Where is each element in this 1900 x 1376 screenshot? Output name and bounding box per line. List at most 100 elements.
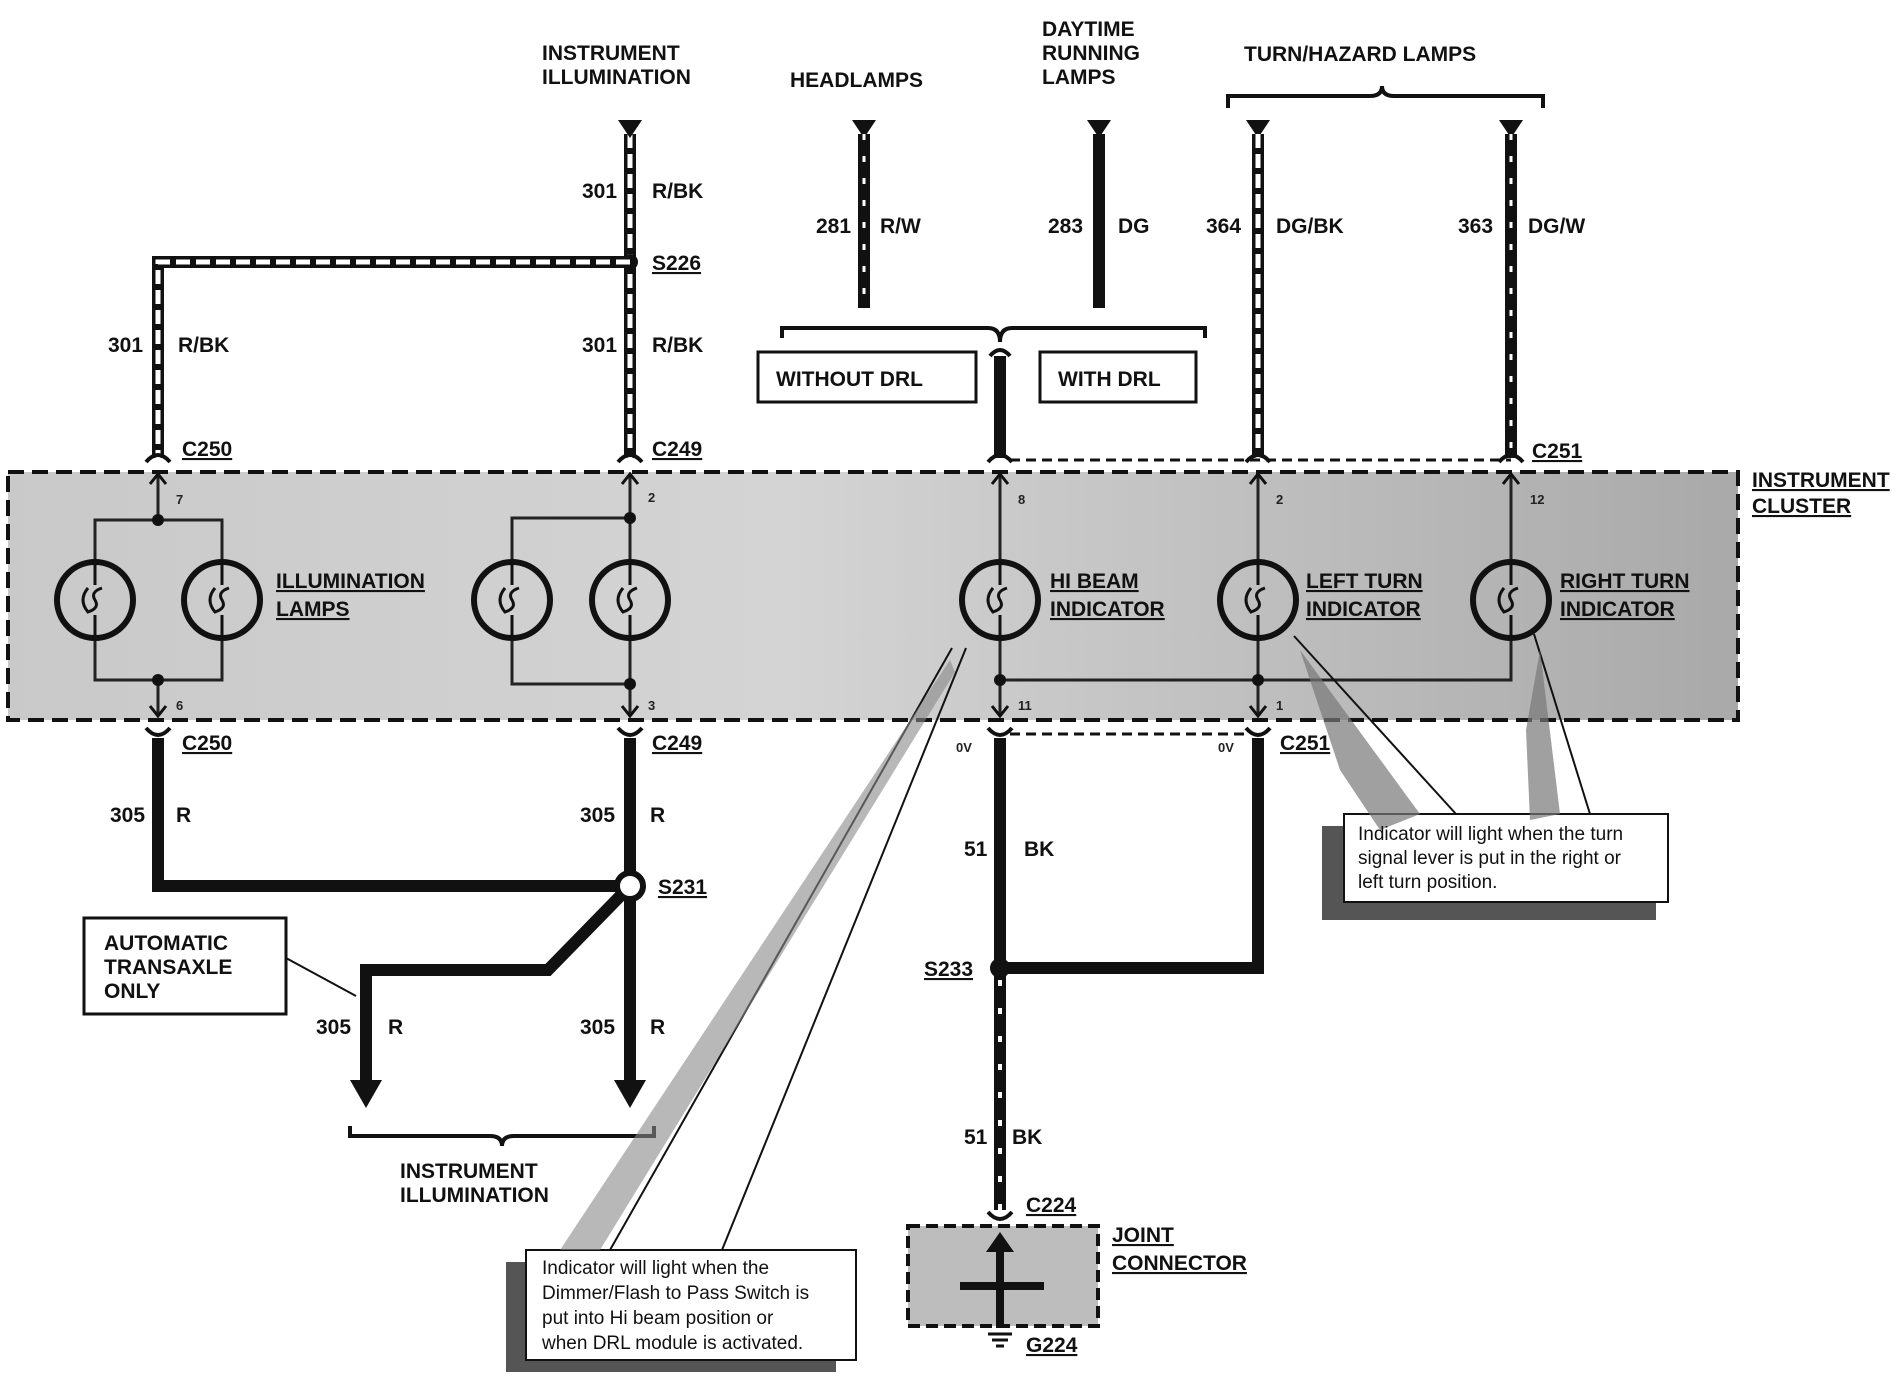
circuit-305-c-color: R bbox=[388, 1016, 403, 1039]
triangle-top-283 bbox=[1087, 120, 1111, 138]
circuit-305-a-num: 305 bbox=[110, 804, 145, 827]
circuit-51-a-num: 51 bbox=[964, 838, 988, 861]
pin-3: 3 bbox=[648, 698, 655, 713]
circuit-364-color: DG/BK bbox=[1276, 215, 1344, 238]
lamp-icon-hi-beam bbox=[959, 559, 1041, 641]
voltage-0v-2: 0V bbox=[1218, 740, 1234, 755]
circuit-51-b-num: 51 bbox=[964, 1126, 988, 1149]
connector-c249-bot: C249 bbox=[652, 732, 702, 755]
bottom-brace bbox=[348, 1126, 656, 1147]
connector-c251-bot: C251 bbox=[1280, 732, 1331, 755]
circuit-283-num: 283 bbox=[1048, 215, 1083, 238]
triangle-305-auto bbox=[350, 1080, 382, 1108]
triangle-top-281 bbox=[852, 120, 876, 138]
circuit-51-b-color: BK bbox=[1012, 1126, 1042, 1149]
turn-brace bbox=[1226, 85, 1545, 108]
circuit-305-c-num: 305 bbox=[316, 1016, 351, 1039]
pin-7: 7 bbox=[176, 492, 183, 507]
pin-2a: 2 bbox=[648, 490, 655, 505]
auto-transaxle-pointer bbox=[285, 957, 357, 997]
pin-1: 1 bbox=[1276, 698, 1283, 713]
pin-8: 8 bbox=[1018, 492, 1025, 507]
lamp-icon-right-turn bbox=[1470, 559, 1552, 641]
circuit-364-num: 364 bbox=[1206, 215, 1241, 238]
circuit-281-num: 281 bbox=[816, 215, 851, 238]
triangle-top-363 bbox=[1499, 120, 1523, 138]
lamp-icon-illum-2 bbox=[181, 559, 263, 641]
circuit-301-top-num: 301 bbox=[582, 180, 617, 203]
pin-12: 12 bbox=[1530, 492, 1544, 507]
pin-6: 6 bbox=[176, 698, 183, 713]
circuit-305-d-color: R bbox=[650, 1016, 665, 1039]
without-drl-label: WITHOUT DRL bbox=[776, 368, 923, 391]
splice-s226-label: S226 bbox=[652, 252, 701, 275]
cluster-arrows bbox=[148, 471, 1521, 719]
joint-connector-icon bbox=[960, 1240, 1044, 1328]
turn-note-pointer-1 bbox=[1293, 635, 1457, 815]
wire-251-return bbox=[1000, 738, 1264, 974]
circuit-301-left-num: 301 bbox=[108, 334, 143, 357]
connector-c249-top: C249 bbox=[652, 438, 702, 461]
cluster-junction-dots bbox=[152, 512, 1264, 690]
header-headlamps: HEADLAMPS bbox=[790, 69, 923, 92]
hibeam-note-pointer-2 bbox=[721, 647, 967, 1251]
wire-301-branch bbox=[152, 256, 630, 458]
circuit-301-left-color: R/BK bbox=[178, 334, 229, 357]
auto-transaxle-box bbox=[82, 916, 288, 1016]
circuit-301-mid-num: 301 bbox=[582, 334, 617, 357]
triangle-top-301 bbox=[618, 120, 642, 138]
joint-arrow bbox=[986, 1232, 1014, 1252]
connector-c250-bot: C250 bbox=[182, 732, 232, 755]
hibeam-note-shade bbox=[560, 660, 955, 1250]
connector-hooks-bottom bbox=[144, 726, 1272, 737]
with-drl-box bbox=[1038, 350, 1198, 404]
circuit-363-color: DG/W bbox=[1528, 215, 1585, 238]
pin-2b: 2 bbox=[1276, 492, 1283, 507]
splice-s231-label: S231 bbox=[658, 876, 707, 899]
with-drl-label: WITH DRL bbox=[1058, 368, 1161, 391]
connector-c250-top: C250 bbox=[182, 438, 232, 461]
circuit-301-top-color: R/BK bbox=[652, 180, 703, 203]
circuit-283-color: DG bbox=[1118, 215, 1150, 238]
connector-hooks-top bbox=[144, 453, 1525, 464]
turn-note-box bbox=[1343, 813, 1669, 903]
triangle-305-main bbox=[614, 1080, 646, 1108]
circuit-281-color: R/W bbox=[880, 215, 921, 238]
pin-11: 11 bbox=[1018, 698, 1032, 713]
lamp-icon-left-turn bbox=[1217, 559, 1299, 641]
connector-c224: C224 bbox=[1026, 1194, 1077, 1217]
turn-note-pointer-2 bbox=[1533, 633, 1591, 815]
c224-hook bbox=[986, 1210, 1014, 1221]
circuit-51-a-color: BK bbox=[1024, 838, 1054, 861]
header-turn-hazard: TURN/HAZARD LAMPS bbox=[1244, 43, 1476, 66]
connector-g224: G224 bbox=[1026, 1334, 1078, 1357]
splice-s233-dot bbox=[990, 958, 1010, 978]
voltage-0v-1: 0V bbox=[956, 740, 972, 755]
wire-hibeam-hook bbox=[988, 348, 1012, 358]
connector-c251-top: C251 bbox=[1532, 440, 1583, 463]
ground-icon bbox=[988, 1332, 1012, 1348]
splice-s233-label: S233 bbox=[924, 958, 973, 981]
splice-s231-dot bbox=[614, 870, 646, 902]
triangle-top-364 bbox=[1246, 120, 1270, 138]
without-drl-box bbox=[756, 350, 978, 404]
circuit-305-b-color: R bbox=[650, 804, 665, 827]
hibeam-note-box bbox=[525, 1249, 857, 1361]
instrument-cluster-region bbox=[6, 470, 1740, 722]
circuit-305-b-num: 305 bbox=[580, 804, 615, 827]
wire-305-left bbox=[152, 738, 630, 892]
lamp-icon-illum-1 bbox=[54, 559, 136, 641]
turn-note-shade-2 bbox=[1526, 650, 1560, 820]
